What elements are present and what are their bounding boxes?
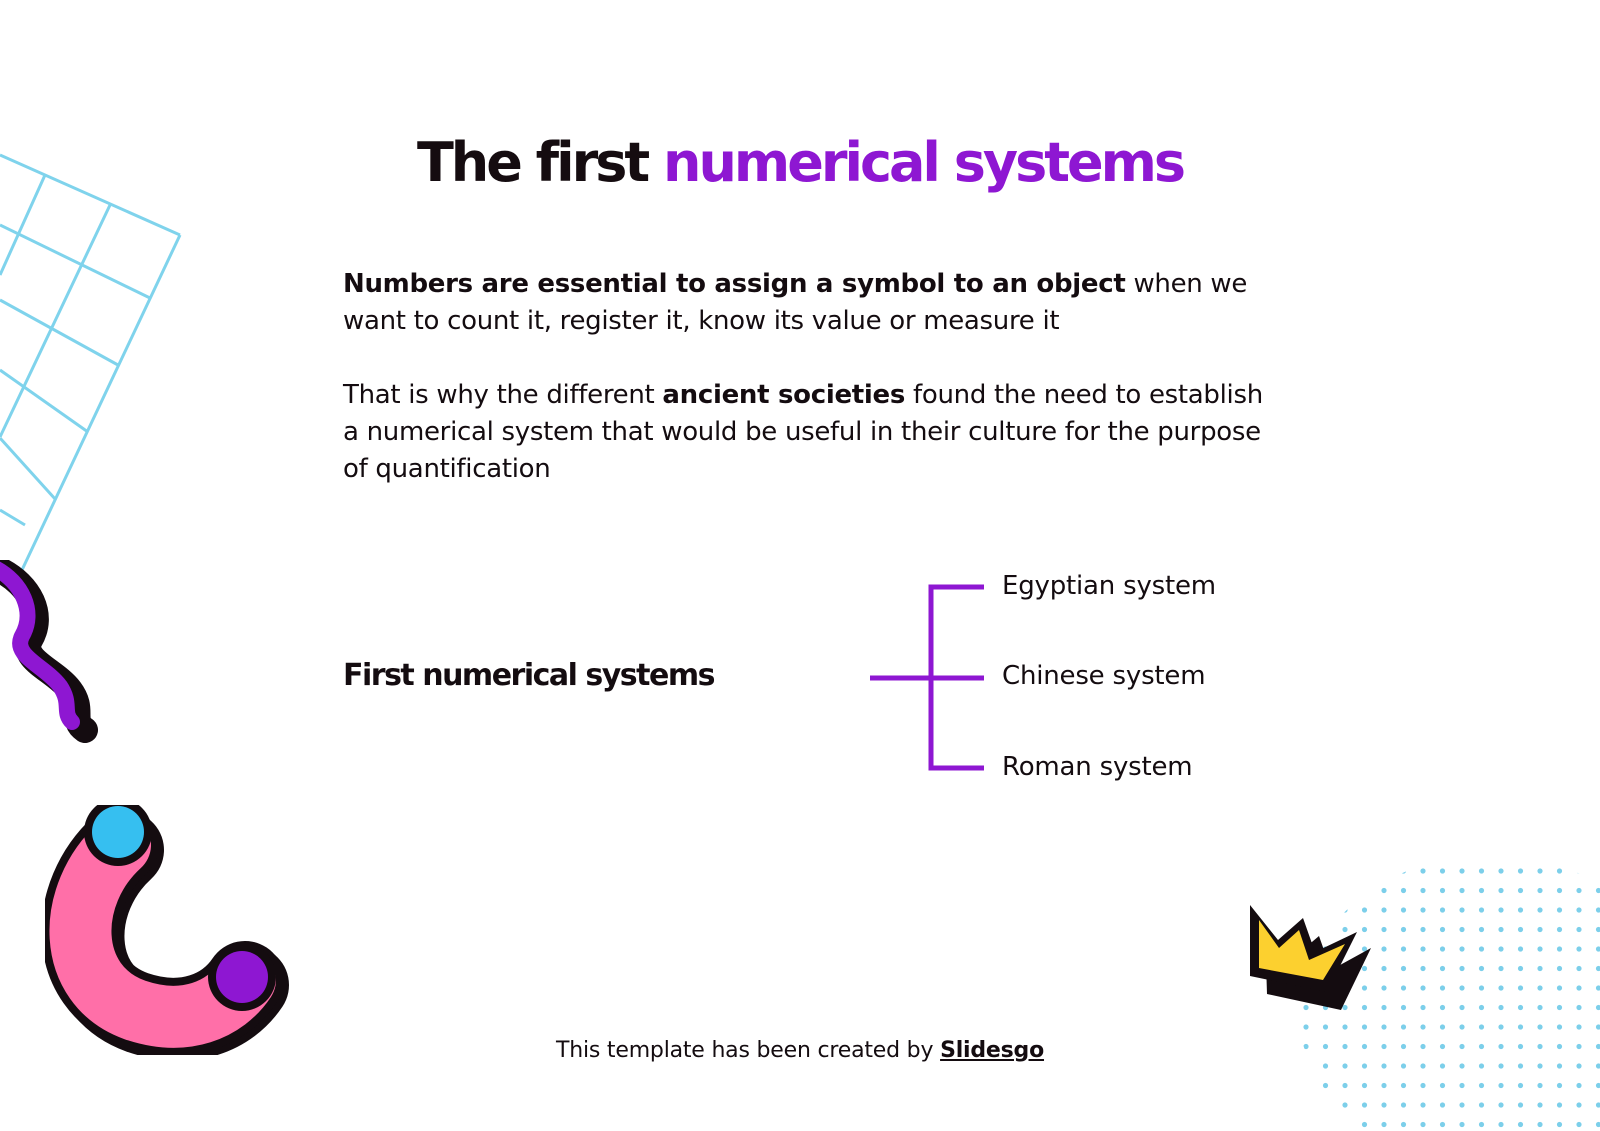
intro-bold-text: Numbers are essential to assign a symbol… [343, 269, 1126, 299]
branch-item-chinese: Chinese system [1002, 661, 1206, 691]
dot-pattern-decoration [1300, 865, 1600, 1131]
crown-decoration [1250, 905, 1371, 1010]
footer-text: This template has been created by [555, 1038, 941, 1063]
intro-text: when we want to count it, register it, k… [343, 269, 1248, 336]
grid-decoration [0, 153, 182, 571]
societies-paragraph: That is why the different ancient societ… [343, 377, 1273, 488]
branch-item-roman: Roman system [1002, 752, 1193, 782]
slide-title: The first numerical systems [0, 128, 1600, 198]
title-part-dark: The first [416, 131, 650, 194]
diagram-root-label: First numerical systems [343, 658, 715, 693]
bracket-connector [870, 584, 984, 771]
societies-text-after: found the need to establish a numerical … [343, 380, 1263, 484]
societies-text-before: That is why the different [343, 380, 663, 410]
squiggle-decoration [0, 560, 98, 743]
societies-bold-text: ancient societies [662, 380, 906, 410]
arc-decoration [45, 805, 289, 1055]
slidesgo-link[interactable]: Slidesgo [940, 1038, 1045, 1063]
branch-item-egyptian: Egyptian system [1002, 571, 1216, 601]
footer-credit: This template has been created by Slides… [0, 1038, 1600, 1063]
intro-paragraph: Numbers are essential to assign a symbol… [343, 266, 1273, 340]
title-part-accent: numerical systems [663, 131, 1186, 194]
